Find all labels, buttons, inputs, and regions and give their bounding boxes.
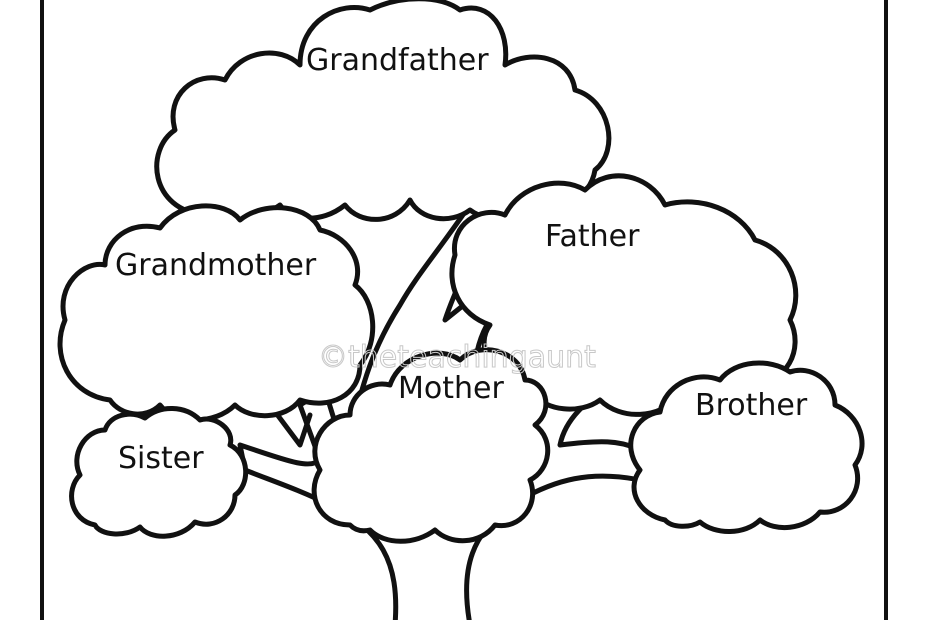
cloud-mother (311, 347, 551, 544)
cloud-grandfather (154, 0, 612, 223)
label-brother: Brother (695, 388, 808, 423)
label-grandmother: Grandmother (115, 248, 317, 283)
label-mother: Mother (398, 371, 504, 406)
label-grandfather: Grandfather (306, 43, 489, 78)
cloud-grandmother (57, 203, 376, 423)
cloud-brother (628, 360, 865, 534)
cloud-father (449, 173, 799, 417)
cloud-sister (69, 406, 249, 539)
watermark: ©theteachingaunt (318, 340, 596, 375)
page-frame (40, 0, 888, 620)
label-father: Father (545, 219, 640, 254)
label-sister: Sister (118, 441, 204, 476)
